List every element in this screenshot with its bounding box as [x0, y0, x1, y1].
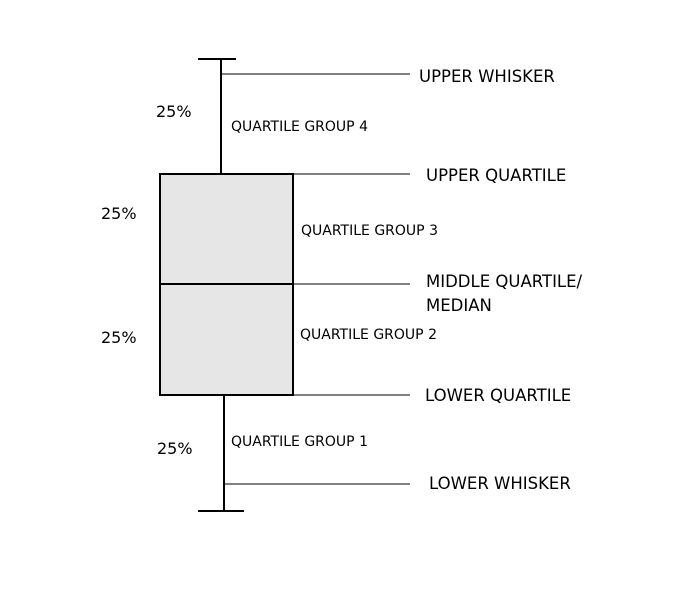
percent-group-1: 25%	[157, 439, 193, 458]
quartile-group-1-label: QUARTILE GROUP 1	[231, 434, 368, 450]
upper-quartile-label: UPPER QUARTILE	[426, 166, 566, 185]
quartile-group-3-label: QUARTILE GROUP 3	[301, 223, 438, 239]
percent-group-3: 25%	[101, 204, 137, 223]
median-label-line2: MEDIAN	[426, 296, 492, 315]
lower-whisker-label: LOWER WHISKER	[429, 474, 571, 493]
upper-whisker-label: UPPER WHISKER	[419, 67, 555, 86]
percent-group-2: 25%	[101, 328, 137, 347]
median-label-line1: MIDDLE QUARTILE/	[426, 272, 583, 291]
lower-quartile-label: LOWER QUARTILE	[425, 386, 571, 405]
quartile-group-4-label: QUARTILE GROUP 4	[231, 119, 368, 135]
percent-group-4: 25%	[156, 102, 192, 121]
quartile-group-2-label: QUARTILE GROUP 2	[300, 327, 437, 343]
